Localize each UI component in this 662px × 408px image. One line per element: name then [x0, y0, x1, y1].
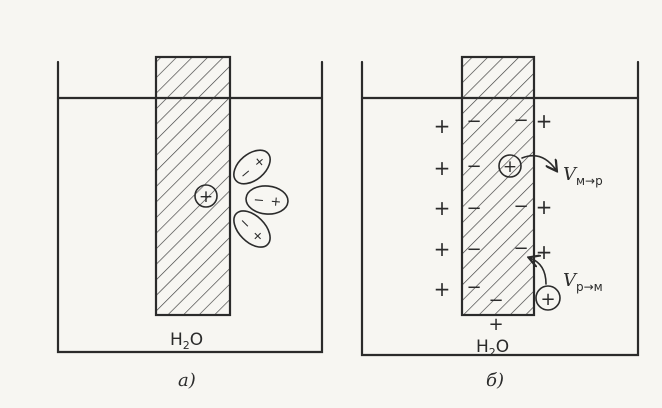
arrow-solution-to-metal [530, 258, 547, 285]
electron-left-4: − [466, 239, 481, 260]
panel-b: + + + + + + + + − − − − − − − − − + Vм [360, 55, 640, 391]
cation-entering-sign: + [540, 289, 555, 310]
cation-in-metal-a [194, 184, 218, 208]
cation-leaving-metal [498, 154, 522, 178]
electron-left-5: − [466, 277, 481, 298]
beaker-a [56, 60, 324, 354]
cation-left-4: + [434, 237, 451, 261]
dipole-3-minus: − [235, 215, 253, 233]
dipole-3-plus: + [248, 227, 266, 245]
cation-right-3: + [536, 240, 553, 264]
cation-left-1: + [434, 114, 451, 138]
electrode-a [154, 55, 232, 317]
panel-b-label: б) [486, 370, 504, 391]
water-dipole-1: + − [233, 149, 271, 185]
electron-right-1: − [513, 110, 528, 131]
electron-right-3: − [513, 238, 528, 259]
electron-left-3: − [466, 198, 481, 219]
electrode-b [460, 55, 536, 317]
cation-left-3: + [434, 196, 451, 220]
cation-sign-a: + [199, 187, 213, 207]
electrode-electrons-right: − − − − [488, 110, 528, 311]
dipole-1-minus: − [237, 165, 255, 184]
water-label-a: H2O [170, 330, 203, 352]
v-metal-to-solution: Vм→р [563, 164, 603, 188]
electron-left-2: − [466, 156, 481, 177]
panel-a-label: а) [178, 370, 196, 391]
cation-left-5: + [434, 277, 451, 301]
v-solution-to-metal: Vр→м [563, 270, 603, 294]
cation-right-1: + [536, 109, 553, 133]
cation-leaving-sign: + [503, 157, 517, 177]
dipole-2-plus: + [270, 194, 282, 210]
cation-right-2: + [536, 195, 553, 219]
water-dipole-3: + − [233, 210, 271, 248]
solution-cations-right: + + + [536, 109, 553, 264]
cation-below-electrode: + [488, 314, 503, 335]
beaker-b [360, 60, 640, 357]
electron-left-1: − [466, 111, 481, 132]
electron-right-4: − [488, 290, 503, 311]
arrow-metal-to-solution [521, 154, 556, 170]
panel-a: + + − + − + − H2O а) [56, 55, 324, 391]
dipole-1-plus: + [251, 153, 269, 172]
water-label-b: H2O [476, 337, 509, 359]
cation-left-2: + [434, 156, 451, 180]
dipole-2-minus: − [253, 193, 265, 209]
cation-entering-metal [535, 285, 561, 311]
electrode-electrons-left: − − − − − [466, 111, 481, 298]
electron-right-2: − [513, 196, 528, 217]
water-dipole-2: + − [245, 185, 289, 215]
solution-cations-left: + + + + + [434, 114, 451, 301]
